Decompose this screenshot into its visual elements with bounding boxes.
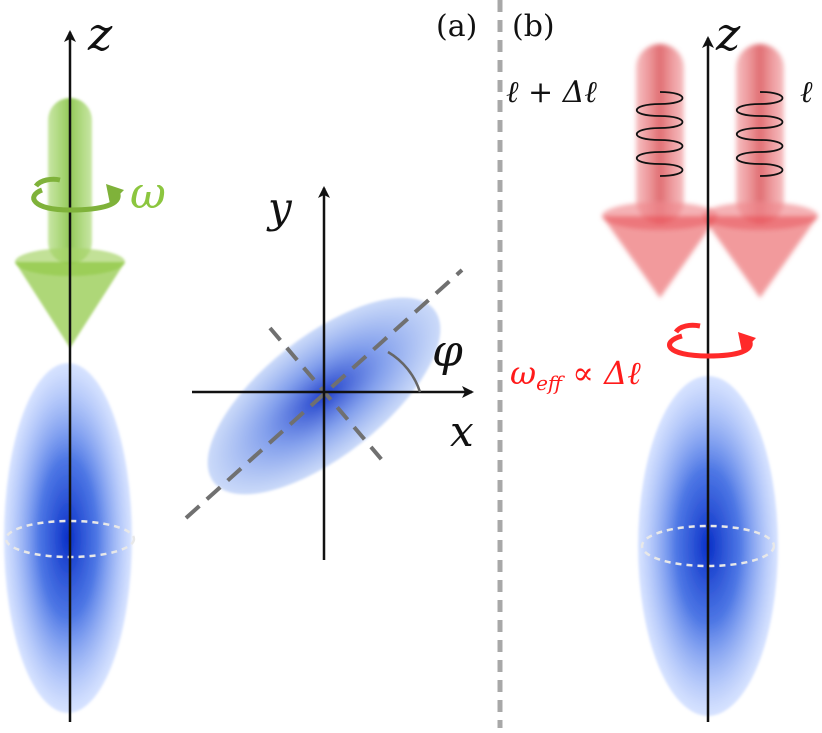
cloud-cross-section-right bbox=[640, 524, 776, 568]
angle-arc-phi bbox=[387, 350, 422, 393]
y-axis-label: y bbox=[266, 183, 293, 232]
rotation-arrow-omega-eff bbox=[667, 322, 756, 359]
panel-b bbox=[602, 36, 818, 722]
rotation-arrow-omega bbox=[31, 176, 124, 213]
panel-label-a: (a) bbox=[436, 9, 477, 44]
helix-right bbox=[736, 91, 784, 177]
omega-eff-rest: ∝ Δℓ bbox=[562, 354, 641, 392]
omega-label: ω bbox=[130, 168, 166, 219]
red-beam-left bbox=[602, 44, 718, 298]
xy-plane-diagram bbox=[184, 186, 474, 560]
atom-cloud-left bbox=[4, 363, 132, 713]
omega-eff-label: ωeff ∝ Δℓ bbox=[510, 354, 641, 395]
x-axis-label: x bbox=[450, 407, 474, 456]
minor-axis-dashed bbox=[268, 326, 384, 462]
beam-left-label: ℓ + Δℓ bbox=[506, 75, 597, 110]
omega-eff-subscript: eff bbox=[536, 371, 566, 395]
phi-label: φ bbox=[432, 326, 463, 377]
omega-eff-symbol: ω bbox=[510, 354, 536, 392]
panel-a-left-column bbox=[4, 30, 136, 722]
z-axis-label-right: z bbox=[715, 7, 741, 61]
panel-label-b: (b) bbox=[512, 9, 555, 44]
z-axis-label-left: z bbox=[87, 7, 113, 61]
red-beam-right bbox=[702, 44, 818, 298]
beam-right-label: ℓ bbox=[800, 75, 813, 110]
helix-left bbox=[636, 91, 684, 177]
